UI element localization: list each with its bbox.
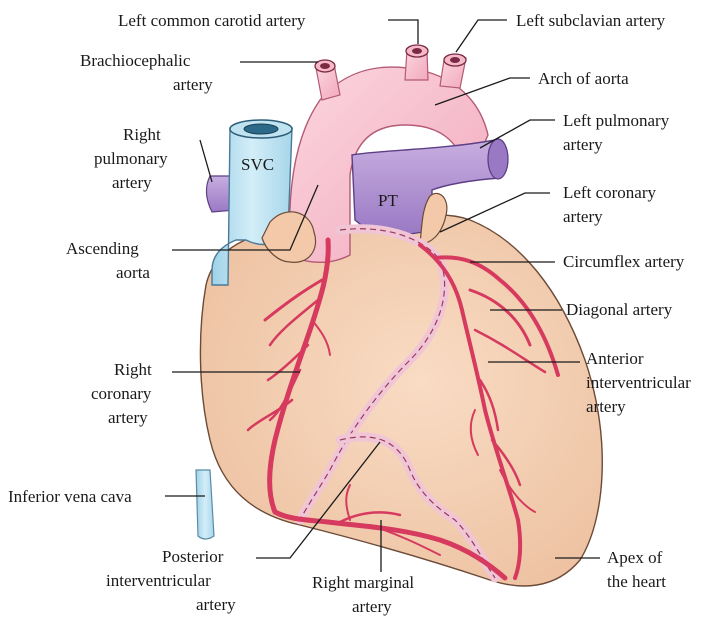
svc-label: SVC xyxy=(241,155,274,174)
label-left-subclavian: Left subclavian artery xyxy=(516,11,666,30)
label-left-coronary-2: artery xyxy=(563,207,603,226)
label-right-marginal-1: Right marginal xyxy=(312,573,414,592)
left-common-carotid-lumen xyxy=(412,48,422,54)
label-anterior-interventricular-3: artery xyxy=(586,397,626,416)
label-right-pulmonary-1: Right xyxy=(123,125,161,144)
leader-right-pulmonary xyxy=(200,140,212,182)
label-anterior-interventricular-2: interventricular xyxy=(586,373,691,392)
label-right-coronary-2: coronary xyxy=(91,384,152,403)
label-brachiocephalic-1: Brachiocephalic xyxy=(80,51,191,70)
label-inferior-vena-cava: Inferior vena cava xyxy=(8,487,132,506)
label-left-coronary-1: Left coronary xyxy=(563,183,656,202)
leader-left-subclavian xyxy=(456,20,507,52)
label-left-common-carotid: Left common carotid artery xyxy=(118,11,306,30)
label-right-pulmonary-3: artery xyxy=(112,173,152,192)
label-apex-1: Apex of xyxy=(607,548,663,567)
label-left-pulmonary-2: artery xyxy=(563,135,603,154)
pt-label: PT xyxy=(378,191,398,210)
label-posterior-interventricular-3: artery xyxy=(196,595,236,614)
brachiocephalic-lumen xyxy=(320,63,330,69)
label-ascending-aorta-2: aorta xyxy=(116,263,150,282)
label-posterior-interventricular-1: Posterior xyxy=(162,547,224,566)
label-right-pulmonary-2: pulmonary xyxy=(94,149,168,168)
label-arch-of-aorta: Arch of aorta xyxy=(538,69,629,88)
label-right-marginal-2: artery xyxy=(352,597,392,616)
label-circumflex: Circumflex artery xyxy=(563,252,685,271)
label-right-coronary-1: Right xyxy=(114,360,152,379)
left-subclavian-lumen xyxy=(450,57,460,63)
svc-lumen xyxy=(244,124,278,134)
label-diagonal: Diagonal artery xyxy=(566,300,673,319)
label-right-coronary-3: artery xyxy=(108,408,148,427)
leader-left-common-carotid xyxy=(388,20,418,44)
label-brachiocephalic-2: artery xyxy=(173,75,213,94)
label-ascending-aorta-1: Ascending xyxy=(66,239,139,258)
label-posterior-interventricular-2: interventricular xyxy=(106,571,211,590)
label-apex-2: the heart xyxy=(607,572,666,591)
label-left-pulmonary-1: Left pulmonary xyxy=(563,111,670,130)
label-anterior-interventricular-1: Anterior xyxy=(586,349,644,368)
left-pulmonary-opening xyxy=(488,139,508,179)
inferior-vena-cava xyxy=(196,470,214,539)
